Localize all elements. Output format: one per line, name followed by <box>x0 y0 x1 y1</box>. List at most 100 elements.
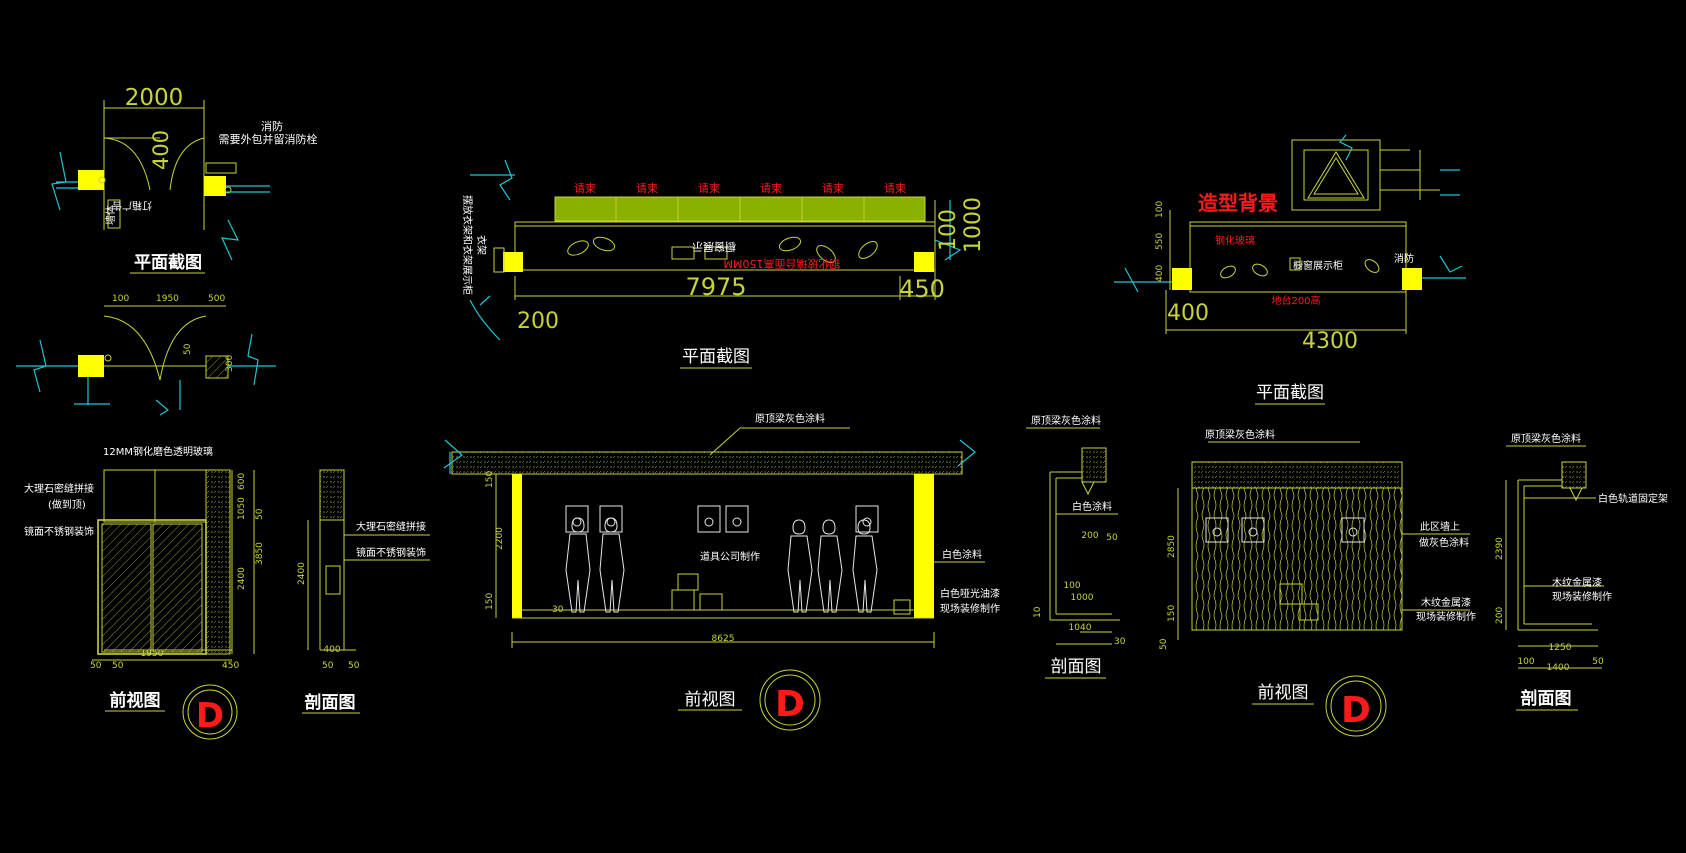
prop-boxes <box>671 573 723 611</box>
note-wood: 木纹金属漆 <box>1552 576 1602 589</box>
section-body <box>319 520 356 651</box>
badge-ring-inner <box>187 689 233 735</box>
section-wall <box>1049 471 1082 620</box>
hatched-column <box>205 355 229 379</box>
shelf-label: 请柬 <box>636 182 658 195</box>
column <box>78 355 104 377</box>
title-plan-middle: 平面截图 <box>682 347 750 367</box>
shelf-label: 请柬 <box>574 182 596 195</box>
red-title-background: 造型背景 <box>1198 191 1278 215</box>
right-plan: 造型背景 钢化玻璃 橱窗展示柜 消防 地台200高 400 4300 100 5… <box>1114 134 1466 405</box>
side-rack <box>493 247 505 273</box>
dim-10: 10 <box>1033 606 1043 618</box>
badge-letter: D <box>196 696 224 736</box>
shelf-label: 请柬 <box>822 182 844 195</box>
note-onsite: 现场装修制作 <box>1416 610 1476 623</box>
wall-block <box>107 199 121 229</box>
dim-1000: 1000 <box>961 197 986 253</box>
ceiling-beam <box>1191 461 1403 489</box>
ceiling-block <box>1081 447 1107 483</box>
dim-300: 300 <box>225 355 235 372</box>
title-front-right: 前视图 <box>1258 683 1309 703</box>
wall-frames <box>565 505 879 533</box>
note-onsite: 现场装修制作 <box>1552 590 1612 603</box>
note-ceiling: 原顶梁灰色涂料 <box>1031 414 1101 427</box>
dim-1950: 1950 <box>141 649 164 659</box>
badge-ring <box>182 684 238 740</box>
title-section-a: 剖面图 <box>1051 657 1102 677</box>
column <box>503 252 523 272</box>
dim-4300: 4300 <box>1302 329 1358 354</box>
side-structure <box>1380 149 1440 200</box>
dim-50: 50 <box>112 661 124 671</box>
note-left: 摆放衣架和衣架展示柜 <box>461 195 474 295</box>
ceiling-block <box>1561 461 1587 489</box>
marble-pilaster <box>205 469 231 655</box>
left-plan-bottom: 100 1950 500 50 300 <box>16 294 276 416</box>
door-leaf-right <box>152 523 203 653</box>
dim-50: 50 <box>255 508 265 520</box>
note-rail: 白色轨道固定架 <box>1598 492 1668 505</box>
note-prop: 道具公司制作 <box>700 550 760 563</box>
lamp-icon <box>1569 487 1583 502</box>
dim-400: 400 <box>1167 301 1209 326</box>
badge-ring <box>1325 675 1387 737</box>
dim-450: 450 <box>899 275 945 303</box>
dim-2400: 2400 <box>237 567 247 590</box>
title-plan-left: 平面截图 <box>134 252 202 273</box>
note-fire: 消防 <box>261 119 283 133</box>
wall-yellow-left <box>512 474 522 618</box>
structure-outline <box>1291 139 1381 211</box>
mannequins <box>565 517 878 613</box>
note-onsite: 现场装修制作 <box>940 602 1000 615</box>
title-section-left: 剖面图 <box>305 692 356 713</box>
note-steel: 镜面不锈钢装饰 <box>356 546 426 559</box>
dim-1000: 1000 <box>1071 593 1094 603</box>
note-glass: 12MM钢化磨色透明玻璃 <box>103 445 213 458</box>
floor-box <box>893 599 911 615</box>
title-section-b: 剖面图 <box>1521 688 1572 709</box>
display-box <box>704 246 728 260</box>
title-front-left: 前视图 <box>110 690 161 711</box>
dim-50: 50 <box>348 661 360 671</box>
dim-2850: 2850 <box>1167 535 1177 558</box>
note-fire-2: 需要外包并留消防栓 <box>219 132 318 146</box>
plan-platform <box>1189 221 1407 293</box>
post-circle <box>98 176 106 184</box>
dim-200: 200 <box>1495 607 1505 624</box>
dim-150: 150 <box>1167 605 1177 622</box>
note-white-paint: 白色涂料 <box>1072 500 1112 513</box>
column <box>204 176 226 196</box>
dim-50: 50 <box>90 661 102 671</box>
note-wall-area: 此区墙上 <box>1420 520 1460 533</box>
note-ceiling: 原顶梁灰色涂料 <box>1511 432 1581 445</box>
dim-1250: 1250 <box>1549 643 1572 653</box>
dim-50: 50 <box>322 661 334 671</box>
badge-ring <box>759 669 821 731</box>
break-line <box>443 439 976 474</box>
post-circle <box>104 354 112 362</box>
dim-600: 600 <box>237 473 247 490</box>
left-section: 2400 400 50 50 大理石密缝拼接 镜面不锈钢装饰 剖面图 <box>297 469 430 714</box>
dim-450: 450 <box>222 661 239 671</box>
triangle-feature <box>1307 151 1365 199</box>
dim-500: 500 <box>208 294 225 304</box>
dim-50: 50 <box>1592 657 1604 667</box>
break-line <box>221 185 270 261</box>
shelf-label: 请柬 <box>760 182 782 195</box>
title-front-middle: 前视图 <box>685 690 736 710</box>
dim-400: 400 <box>323 645 340 655</box>
ceiling-beam <box>451 451 963 475</box>
dim-side: 400 <box>149 130 173 170</box>
middle-plan: 请柬 请柬 请柬 请柬 请柬 请柬 橱窗展示 钢化玻璃台面高150MM 摆放衣架… <box>461 159 986 369</box>
dim-8625: 8625 <box>712 634 735 644</box>
note-left-2: 衣架 <box>475 235 488 255</box>
label-wall: 墙体 <box>104 205 117 225</box>
dim-150: 150 <box>485 593 495 610</box>
note-ceiling: 原顶梁灰色涂料 <box>1205 428 1275 441</box>
column <box>914 252 934 272</box>
dim-1950: 1950 <box>156 294 179 304</box>
extinguisher-box <box>205 162 237 174</box>
note-white-paint: 白色涂料 <box>942 548 982 561</box>
